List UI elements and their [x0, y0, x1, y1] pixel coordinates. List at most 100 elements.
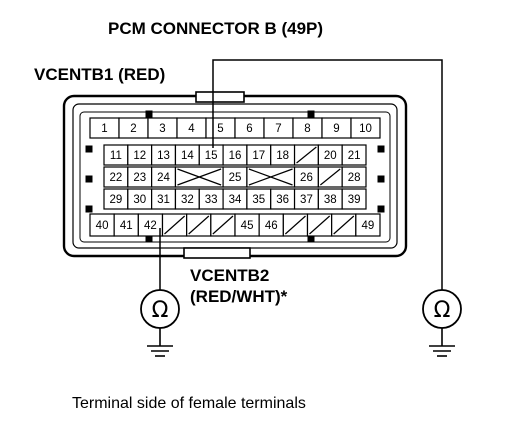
terminal-blank [210, 213, 236, 237]
terminal-8: 8 [292, 117, 323, 139]
terminal-label: 18 [276, 150, 289, 162]
terminal-label: 31 [157, 194, 170, 206]
terminal-label: 13 [157, 150, 170, 162]
terminal-11: 11 [103, 144, 129, 166]
terminal-row: 40 41 42 45 46 49 [89, 213, 381, 237]
terminal-label: 22 [110, 172, 123, 184]
terminal-label: 4 [188, 123, 195, 135]
terminal-label: 9 [333, 123, 339, 135]
terminal-blank [282, 213, 309, 237]
terminal-31: 31 [151, 188, 177, 210]
terminal-49: 49 [355, 213, 381, 237]
ohmmeter-right: Ω [422, 289, 462, 357]
terminal-label: 10 [359, 123, 372, 135]
ohmmeter-left: Ω [140, 289, 180, 357]
terminal-39: 39 [341, 188, 367, 210]
terminal-46: 46 [258, 213, 284, 237]
diagram-caption: Terminal side of female terminals [72, 395, 306, 412]
terminal-42: 42 [137, 213, 164, 237]
terminal-label: 41 [120, 220, 133, 232]
terminal-blank [161, 213, 188, 237]
terminal-label: 37 [300, 194, 313, 206]
terminal-label: 40 [96, 220, 109, 232]
terminal-38: 38 [317, 188, 343, 210]
terminal-10: 10 [350, 117, 381, 139]
terminal-35: 35 [246, 188, 272, 210]
terminal-label: 46 [265, 220, 278, 232]
vcentb1-test-lead [212, 59, 443, 290]
terminal-label: 1 [101, 123, 107, 135]
terminal-label: 6 [246, 123, 252, 135]
terminal-label: 33 [205, 194, 218, 206]
terminal-12: 12 [127, 144, 153, 166]
terminal-32: 32 [174, 188, 200, 210]
terminal-label: 24 [157, 172, 170, 184]
terminal-2: 2 [118, 117, 149, 139]
terminal-row: 11 12 13 14 15 16 17 18 20 21 [103, 144, 367, 166]
terminal-14: 14 [174, 144, 200, 166]
terminal-label: 7 [275, 123, 281, 135]
terminal-label: 45 [241, 220, 254, 232]
ground-right-icon [429, 328, 455, 357]
vcentb2-color-label: (RED/WHT)* [190, 287, 288, 306]
terminal-24: 24 [151, 166, 177, 188]
terminal-blank [174, 166, 224, 188]
vcentb1-label: VCENTB1 (RED) [34, 65, 165, 84]
terminal-23: 23 [127, 166, 153, 188]
terminal-label: 28 [348, 172, 361, 184]
terminal-40: 40 [89, 213, 115, 237]
terminal-22: 22 [103, 166, 129, 188]
terminal-label: 39 [348, 194, 361, 206]
terminal-label: 42 [144, 220, 157, 232]
terminal-label: 36 [276, 194, 289, 206]
terminal-blank [293, 144, 319, 166]
test-leads [159, 59, 443, 290]
terminal-9: 9 [321, 117, 352, 139]
terminal-37: 37 [293, 188, 319, 210]
terminal-label: 23 [133, 172, 146, 184]
terminal-41: 41 [113, 213, 139, 237]
terminal-36: 36 [270, 188, 296, 210]
terminal-label: 16 [229, 150, 242, 162]
ohmmeter-right-symbol: Ω [434, 298, 451, 323]
terminal-29: 29 [103, 188, 129, 210]
terminal-28: 28 [341, 166, 367, 188]
terminal-3: 3 [147, 117, 178, 139]
terminal-label: 2 [130, 123, 136, 135]
terminal-25: 25 [222, 166, 248, 188]
terminal-label: 49 [362, 220, 375, 232]
terminal-16: 16 [222, 144, 248, 166]
terminal-4: 4 [176, 117, 207, 139]
terminal-label: 14 [181, 150, 194, 162]
terminal-label: 12 [133, 150, 146, 162]
terminal-blank [317, 166, 343, 188]
terminal-label: 26 [300, 172, 313, 184]
terminal-label: 35 [252, 194, 265, 206]
terminal-30: 30 [127, 188, 153, 210]
terminal-13: 13 [151, 144, 177, 166]
terminal-label: 8 [304, 123, 310, 135]
terminal-15: 15 [198, 144, 224, 166]
terminal-34: 34 [222, 188, 248, 210]
terminal-label: 15 [205, 150, 218, 162]
terminal-row: 29 30 31 32 33 34 35 36 37 38 39 [103, 188, 367, 210]
terminal-blank [246, 166, 296, 188]
terminal-26: 26 [293, 166, 319, 188]
terminal-blank [331, 213, 357, 237]
terminal-7: 7 [263, 117, 294, 139]
terminal-row: 22 23 24 25 26 28 [103, 166, 367, 188]
terminal-5: 5 [205, 117, 236, 139]
terminal-45: 45 [234, 213, 260, 237]
terminal-17: 17 [246, 144, 272, 166]
vcentb2-label: VCENTB2 [190, 266, 269, 285]
terminal-21: 21 [341, 144, 367, 166]
terminal-label: 29 [110, 194, 123, 206]
terminal-label: 20 [324, 150, 337, 162]
terminal-18: 18 [270, 144, 296, 166]
connector-shell [62, 91, 408, 259]
ohmmeter-left-symbol: Ω [152, 298, 169, 323]
terminal-6: 6 [234, 117, 265, 139]
